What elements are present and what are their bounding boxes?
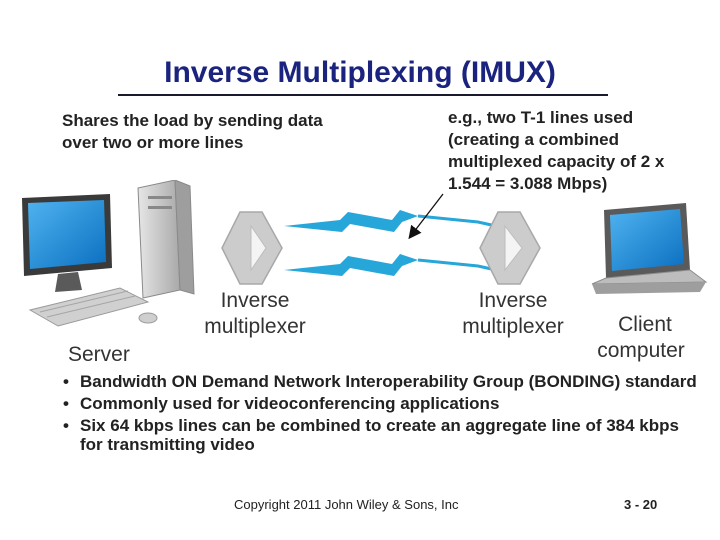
client-label-line1: Client [618, 313, 672, 336]
server-icon [22, 180, 195, 327]
bullet-dot-icon: • [63, 372, 69, 391]
slide-title: Inverse Multiplexing (IMUX) [164, 56, 556, 89]
title-underline [118, 94, 608, 96]
bullet-item: • Six 64 kbps lines can be combined to cr… [60, 416, 700, 454]
bullet-dot-icon: • [63, 416, 69, 435]
bullet-dot-icon: • [63, 394, 69, 413]
bullet-item: • Commonly used for videoconferencing app… [60, 394, 700, 413]
lightning-link-bottom [284, 254, 497, 276]
inverse-multiplexer-left-label-line2: multiplexer [204, 315, 306, 338]
inverse-multiplexer-left-label-line1: Inverse [221, 289, 290, 312]
bullet-text: Six 64 kbps lines can be combined to cre… [80, 416, 679, 454]
copyright-footer: Copyright 2011 John Wiley & Sons, Inc [234, 497, 459, 512]
page-number: 3 - 20 [624, 497, 658, 512]
client-laptop-icon [591, 203, 708, 294]
inverse-multiplexer-left-icon [221, 211, 283, 285]
bullet-text: Commonly used for videoconferencing appl… [80, 394, 500, 413]
bullet-text: Bandwidth ON Demand Network Interoperabi… [80, 372, 697, 391]
right-note: e.g., two T-1 lines used (creating a com… [448, 108, 665, 193]
inverse-multiplexer-right-icon [479, 211, 541, 285]
inverse-multiplexer-right-label-line2: multiplexer [462, 315, 564, 338]
inverse-multiplexer-right-label-line1: Inverse [479, 289, 548, 312]
bullet-item: • Bandwidth ON Demand Network Interoperab… [60, 372, 700, 391]
server-label: Server [68, 343, 130, 366]
client-label-line2: computer [597, 339, 685, 362]
lightning-link-top [284, 210, 497, 232]
annotation-arrow [408, 193, 444, 240]
imux-diagram: Server Inverse multiplexer Inverse multi… [22, 180, 708, 366]
bullet-list: • Bandwidth ON Demand Network Interoperab… [60, 372, 700, 457]
left-note: Shares the load by sending data over two… [62, 111, 323, 152]
